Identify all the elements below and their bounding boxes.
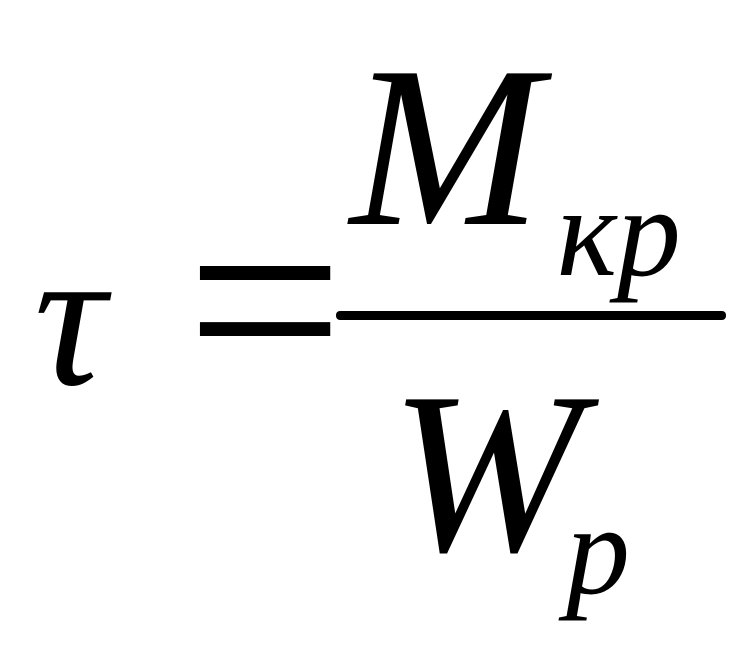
denominator-symbol: W — [390, 345, 582, 600]
fraction-bar — [336, 311, 726, 320]
numerator-subscript: кр — [557, 161, 681, 303]
denominator-subscript: p — [566, 479, 630, 621]
numerator-symbol: M — [350, 19, 542, 274]
formula-lhs-tau: τ — [34, 207, 106, 428]
equals-sign: = — [186, 144, 344, 455]
